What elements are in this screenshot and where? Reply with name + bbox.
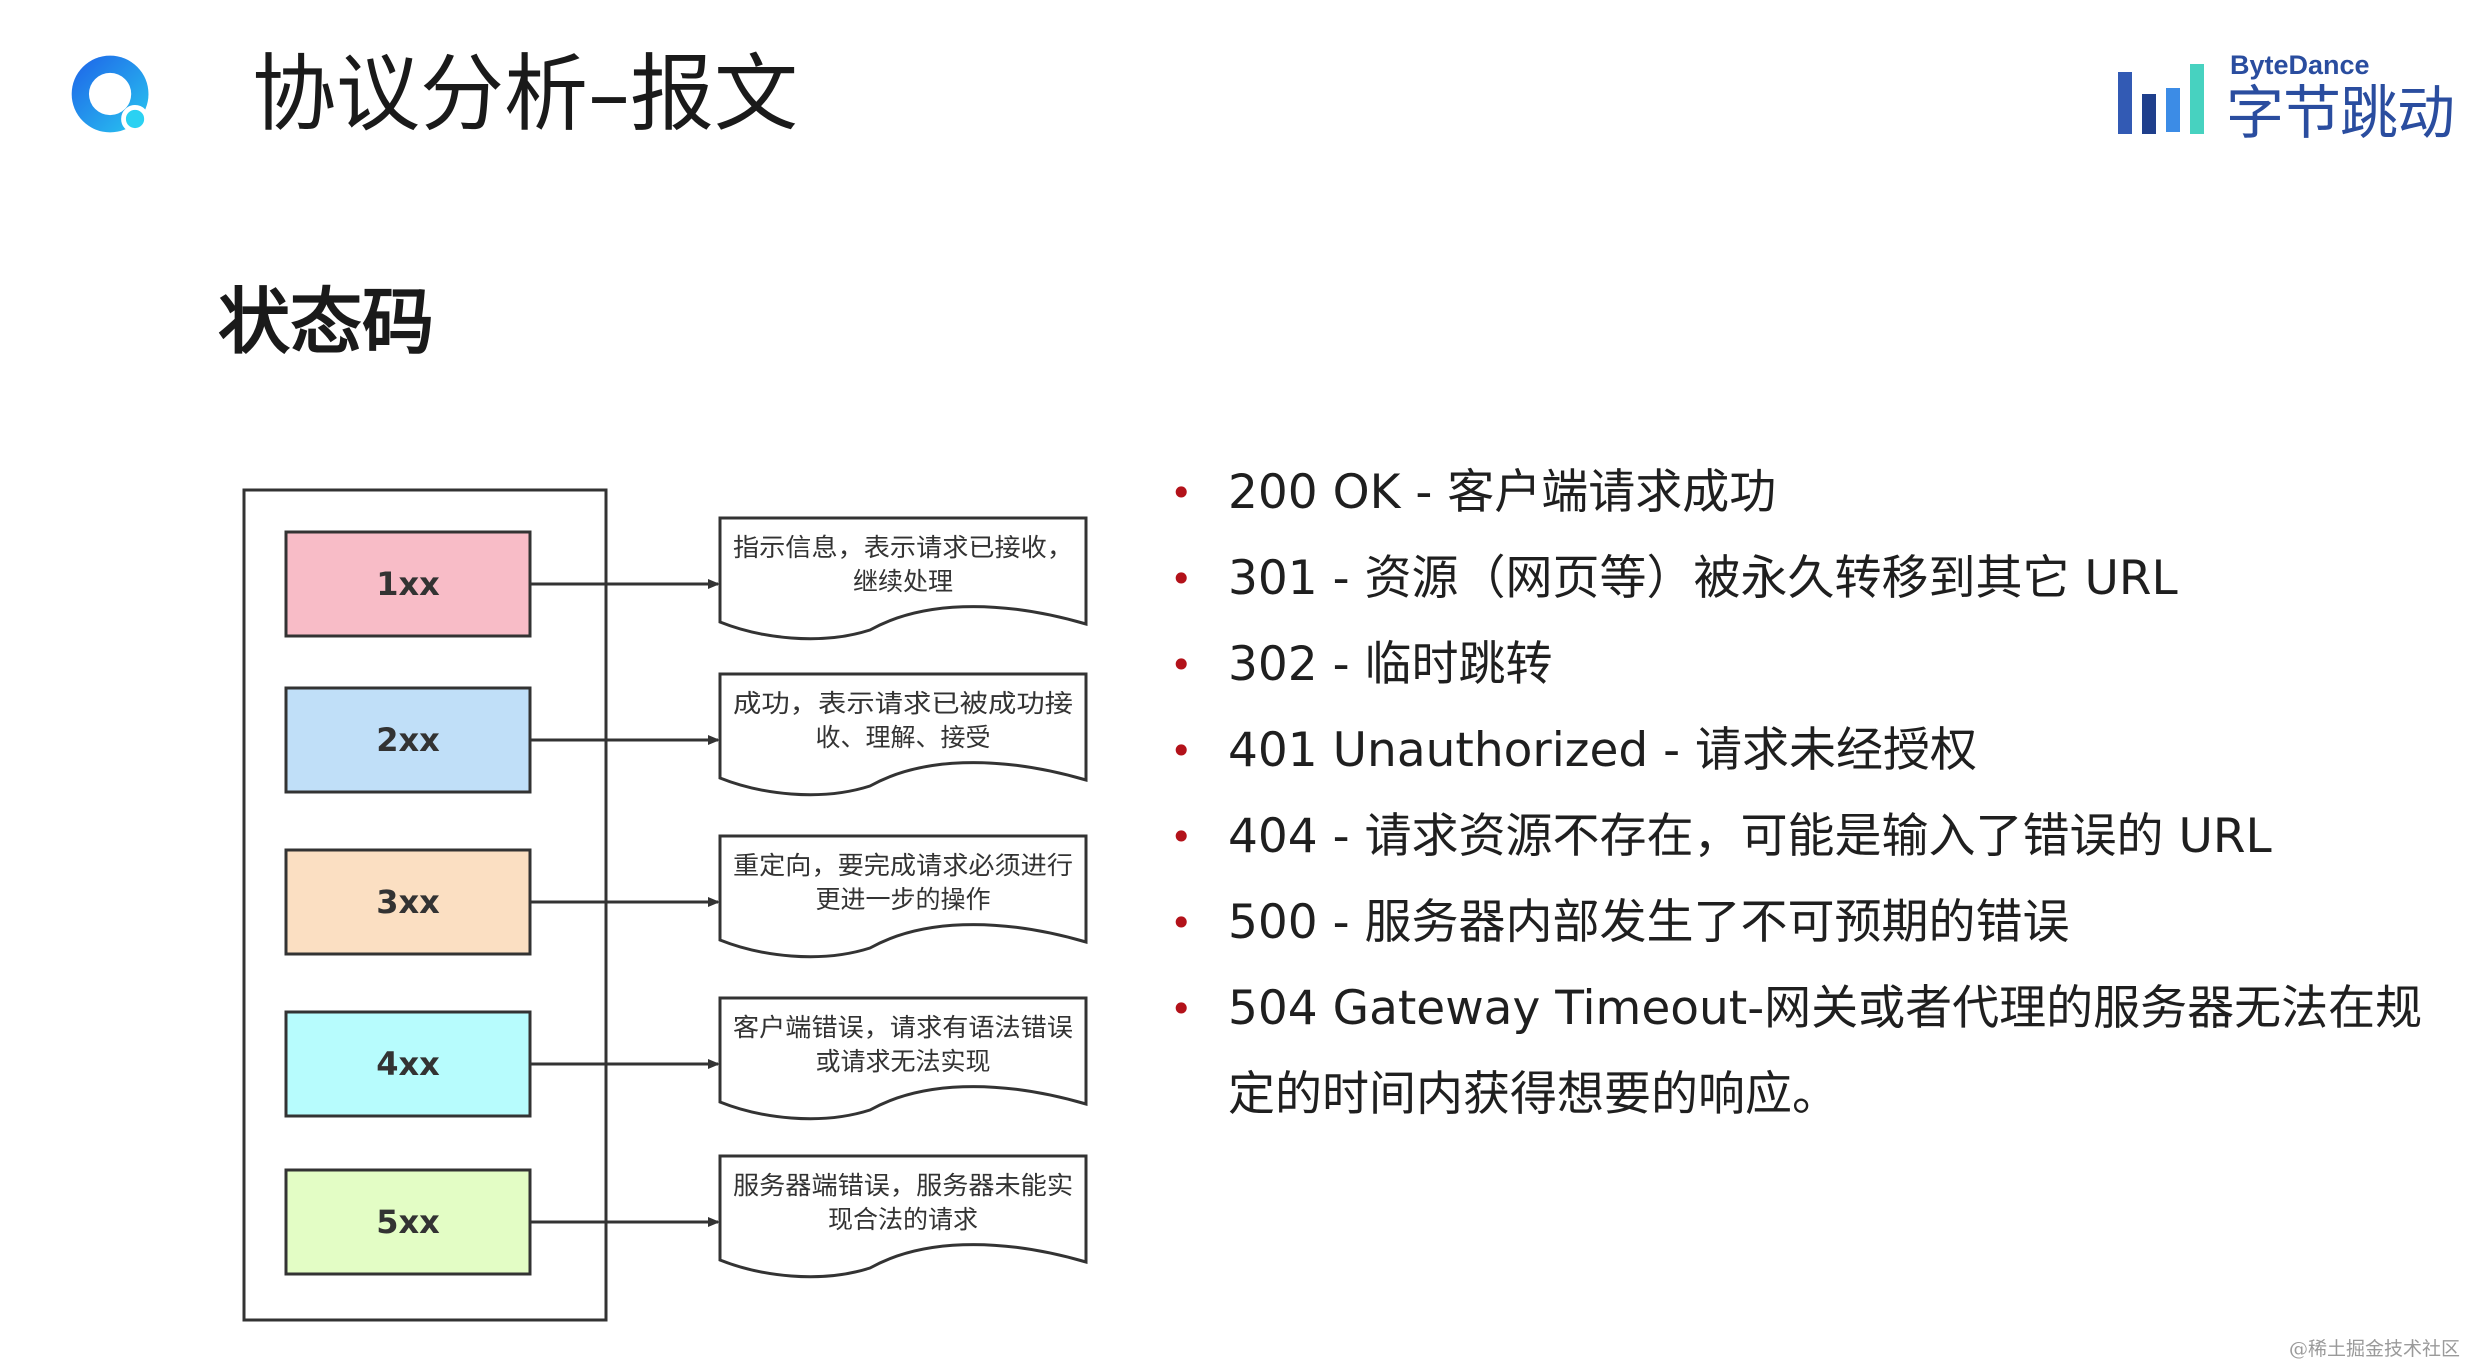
list-item: • 301 - 资源（网页等）被永久转移到其它 URL bbox=[1160, 536, 2450, 622]
code-label: 2xx bbox=[376, 721, 440, 759]
code-label: 5xx bbox=[376, 1203, 440, 1241]
note-text-line: 重定向，要完成请求必须进行 bbox=[733, 851, 1073, 880]
bytedance-bars-icon bbox=[2118, 64, 2204, 134]
bullet-dot: • bbox=[1170, 901, 1193, 945]
note-text-line: 客户端错误，请求有语法错误 bbox=[733, 1013, 1073, 1042]
section-title: 状态码 bbox=[218, 280, 435, 364]
code-box bbox=[284, 530, 532, 638]
list-item: • 404 - 请求资源不存在，可能是输入了错误的 URL bbox=[1160, 794, 2450, 880]
code-label: 3xx bbox=[376, 883, 440, 921]
note-text-line: 服务器端错误，服务器未能实 bbox=[733, 1171, 1073, 1200]
list-item-text: 401 Unauthorized - 请求未经授权 bbox=[1228, 723, 1978, 778]
bullet-dot: • bbox=[1170, 729, 1193, 773]
description-note bbox=[718, 672, 1088, 797]
code-row: 1xx 指示信息，表示请求已接收， 继续处理 bbox=[284, 516, 1088, 641]
list-item-text: 404 - 请求资源不存在，可能是输入了错误的 URL bbox=[1228, 809, 2272, 864]
list-item: • 401 Unauthorized - 请求未经授权 bbox=[1160, 708, 2450, 794]
note-text-line: 更进一步的操作 bbox=[815, 885, 990, 914]
bullet-dot: • bbox=[1170, 987, 1193, 1031]
list-item-text: 302 - 临时跳转 bbox=[1228, 637, 1553, 692]
brand-name-cn: 字节跳动 bbox=[2226, 79, 2455, 147]
code-box bbox=[284, 686, 532, 794]
list-item: • 504 Gateway Timeout-网关或者代理的服务器无法在规定的时间… bbox=[1160, 966, 2450, 1138]
description-note bbox=[718, 1154, 1088, 1279]
code-box bbox=[284, 1168, 532, 1276]
note-text-line: 指示信息，表示请求已接收， bbox=[733, 533, 1073, 562]
note-text-line: 成功，表示请求已被成功接 bbox=[733, 689, 1073, 718]
bullet-dot: • bbox=[1170, 815, 1193, 859]
status-code-list: • 200 OK - 客户端请求成功 • 301 - 资源（网页等）被永久转移到… bbox=[1160, 450, 2450, 1138]
description-note bbox=[718, 996, 1088, 1121]
status-code-diagram: 1xx 指示信息，表示请求已接收， 继续处理 2xx 成功，表示请求已被成功接收、理解、… bbox=[242, 488, 1088, 1322]
watermark: @稀土掘金技术社区 bbox=[2288, 1338, 2460, 1360]
list-item: • 302 - 临时跳转 bbox=[1160, 622, 2450, 708]
bullet-dot: • bbox=[1170, 557, 1193, 601]
code-label: 4xx bbox=[376, 1045, 440, 1083]
brand-logo: ByteDance 字节跳动 bbox=[2118, 50, 2464, 150]
description-note bbox=[718, 834, 1088, 959]
list-item-text: 504 Gateway Timeout-网关或者代理的服务器无法在规定的时间内获… bbox=[1228, 981, 2423, 1122]
bullet-dot: • bbox=[1170, 471, 1193, 515]
app-logo-icon bbox=[71, 55, 149, 133]
description-note bbox=[718, 516, 1088, 641]
list-item-text: 500 - 服务器内部发生了不可预期的错误 bbox=[1228, 895, 2070, 950]
page-title: 协议分析–报文 bbox=[252, 45, 799, 143]
code-label: 1xx bbox=[376, 565, 440, 603]
list-item: • 500 - 服务器内部发生了不可预期的错误 bbox=[1160, 880, 2450, 966]
note-text-line: 继续处理 bbox=[853, 567, 953, 596]
brand-name-en: ByteDance bbox=[2230, 50, 2370, 80]
note-text-line: 收、理解、接受 bbox=[815, 723, 990, 752]
list-item: • 200 OK - 客户端请求成功 bbox=[1160, 450, 2450, 536]
list-item-text: 200 OK - 客户端请求成功 bbox=[1228, 465, 1777, 520]
note-text-line: 现合法的请求 bbox=[828, 1205, 978, 1234]
note-text-line: 或请求无法实现 bbox=[815, 1047, 990, 1076]
list-item-text: 301 - 资源（网页等）被永久转移到其它 URL bbox=[1228, 551, 2178, 606]
bullet-dot: • bbox=[1170, 643, 1193, 687]
